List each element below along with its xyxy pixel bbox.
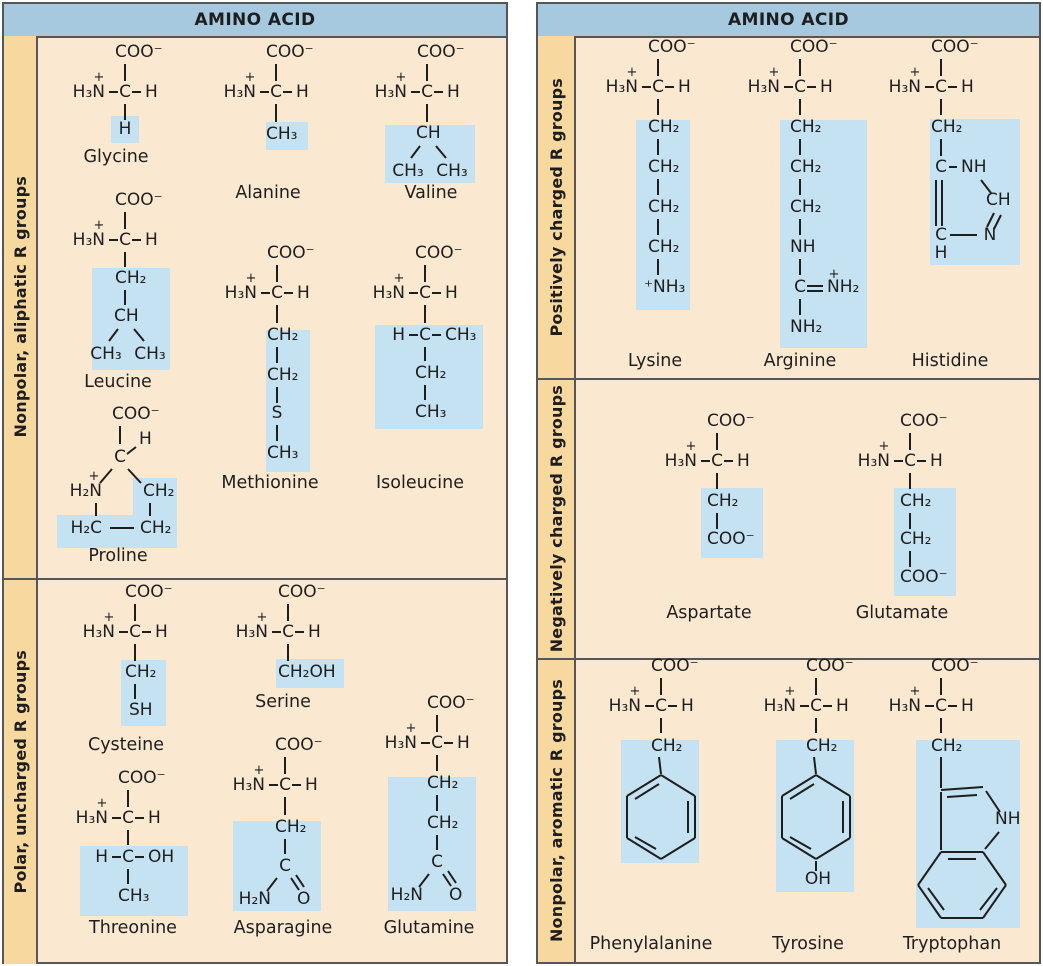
section-sidebar: Positively charged R groups [538, 36, 576, 378]
section-negatively-charged-r-groups: Negatively charged R groups [538, 378, 1039, 658]
right-panel-header: AMINO ACID [538, 4, 1039, 38]
left-panel-title: AMINO ACID [194, 10, 316, 30]
section-sidebar: Polar, uncharged R groups [4, 580, 38, 964]
section-label: Positively charged R groups [546, 77, 566, 337]
left-panel-header: AMINO ACID [4, 4, 506, 38]
section-polar-uncharged-r-groups: Polar, uncharged R groups [4, 578, 506, 964]
section-label: Negatively charged R groups [546, 385, 566, 653]
right-panel-title: AMINO ACID [727, 10, 850, 30]
section-nonpolar-aliphatic-r-groups: Nonpolar, aliphatic R groups [4, 36, 506, 578]
section-sidebar: Nonpolar, aliphatic R groups [4, 36, 38, 578]
section-label: Nonpolar, aliphatic R groups [10, 176, 30, 438]
section-nonpolar-aromatic-r-groups: Nonpolar, aromatic R groups [538, 658, 1039, 962]
section-label: Nonpolar, aromatic R groups [546, 679, 566, 943]
section-sidebar: Negatively charged R groups [538, 380, 576, 658]
section-positively-charged-r-groups: Positively charged R groups [538, 36, 1039, 378]
section-sidebar: Nonpolar, aromatic R groups [538, 660, 576, 962]
section-label: Polar, uncharged R groups [10, 650, 30, 894]
